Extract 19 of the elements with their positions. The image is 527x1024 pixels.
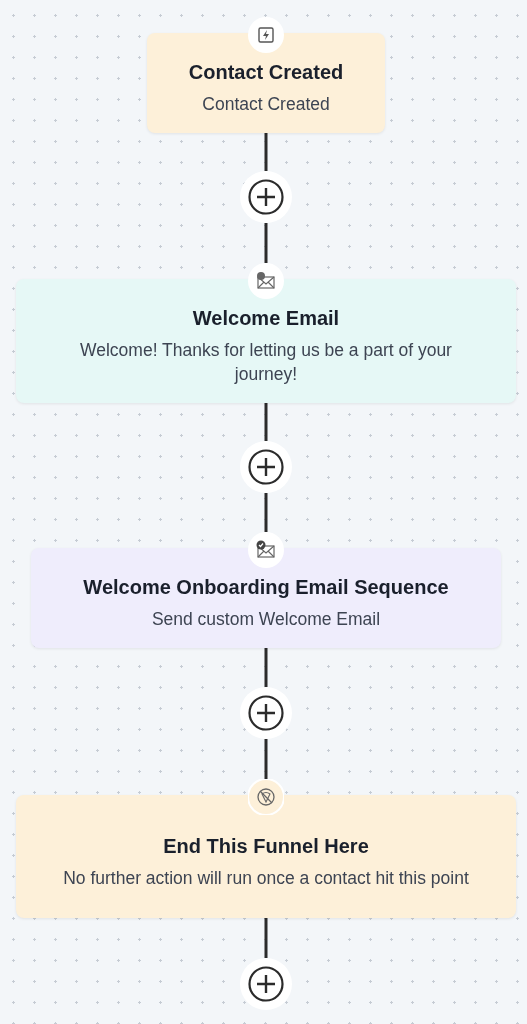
step-card xyxy=(31,548,501,648)
step-card xyxy=(147,33,385,133)
connector-line xyxy=(264,918,268,958)
step-description: Welcome! Thanks for letting us be a part of your journey! xyxy=(79,339,453,386)
step-title: End This Funnel Here xyxy=(163,834,369,858)
step-card xyxy=(16,279,516,403)
step-title: Contact Created xyxy=(188,61,344,85)
connector-line xyxy=(264,493,268,532)
connector-line xyxy=(264,403,268,441)
step-title: Welcome Email xyxy=(192,307,340,331)
step-card xyxy=(16,795,516,918)
step-description: No further action will run once a contact hit this point xyxy=(63,866,469,890)
connector-line xyxy=(264,133,268,171)
step-title: Welcome Onboarding Email Sequence xyxy=(83,576,449,600)
step-description: Contact Created xyxy=(202,93,330,117)
connector-line xyxy=(264,648,268,687)
connector-line xyxy=(264,739,268,779)
connector-line xyxy=(264,223,268,263)
step-description: Send custom Welcome Email xyxy=(151,608,381,632)
